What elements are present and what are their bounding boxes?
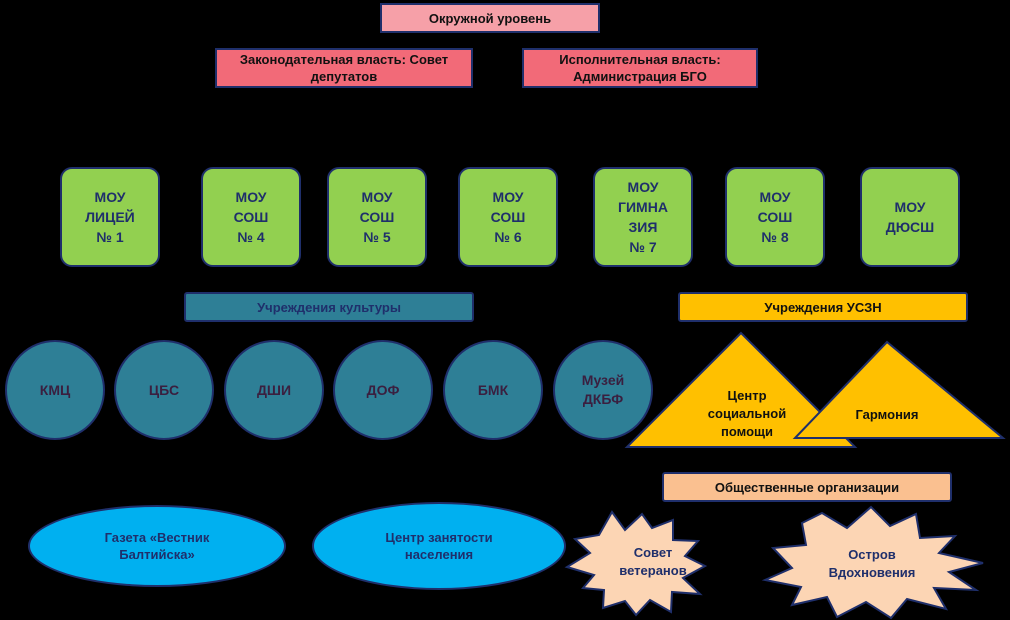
newspaper-oval: Газета «Вестник Балтийска» [28,505,286,587]
school-box: МОУ ЛИЦЕЙ № 1 [60,167,160,267]
culture-circle: ЦБС [114,340,214,440]
star-inspiration [761,505,984,620]
executive-power-box: Исполнительная власть: Администрация БГО [522,48,758,88]
star-veterans [564,510,708,617]
harmony-label: Гармония [855,407,919,422]
school-box: МОУ СОШ № 8 [725,167,825,267]
culture-title-bar: Учреждения культуры [184,292,474,322]
uszn-triangle-center [624,331,858,448]
school-box: МОУ СОШ № 4 [201,167,301,267]
school-box: МОУ СОШ № 6 [458,167,558,267]
culture-circle: КМЦ [5,340,105,440]
veterans-council-label: Совет ветеранов [619,545,687,578]
culture-circle: ДШИ [224,340,324,440]
school-box: МОУ ДЮСШ [860,167,960,267]
public-orgs-title-bar: Общественные организации [662,472,952,502]
school-box: МОУ СОШ № 5 [327,167,427,267]
employment-center-oval: Центр занятости населения [312,502,566,590]
legislative-power-box: Законодательная власть: Совет депутатов [215,48,473,88]
social-help-center-label: Центр социальной помощи [707,388,787,439]
uszn-title-bar: Учреждения УСЗН [678,292,968,322]
culture-circle: БМК [443,340,543,440]
uszn-triangle-harmony [792,340,1006,439]
culture-circle: ДОФ [333,340,433,440]
inspiration-island-label: Остров Вдохновения [828,547,916,580]
school-box: МОУ ГИМНА ЗИЯ № 7 [593,167,693,267]
culture-circle: Музей ДКБФ [553,340,653,440]
district-level-box: Окружной уровень [380,3,600,33]
